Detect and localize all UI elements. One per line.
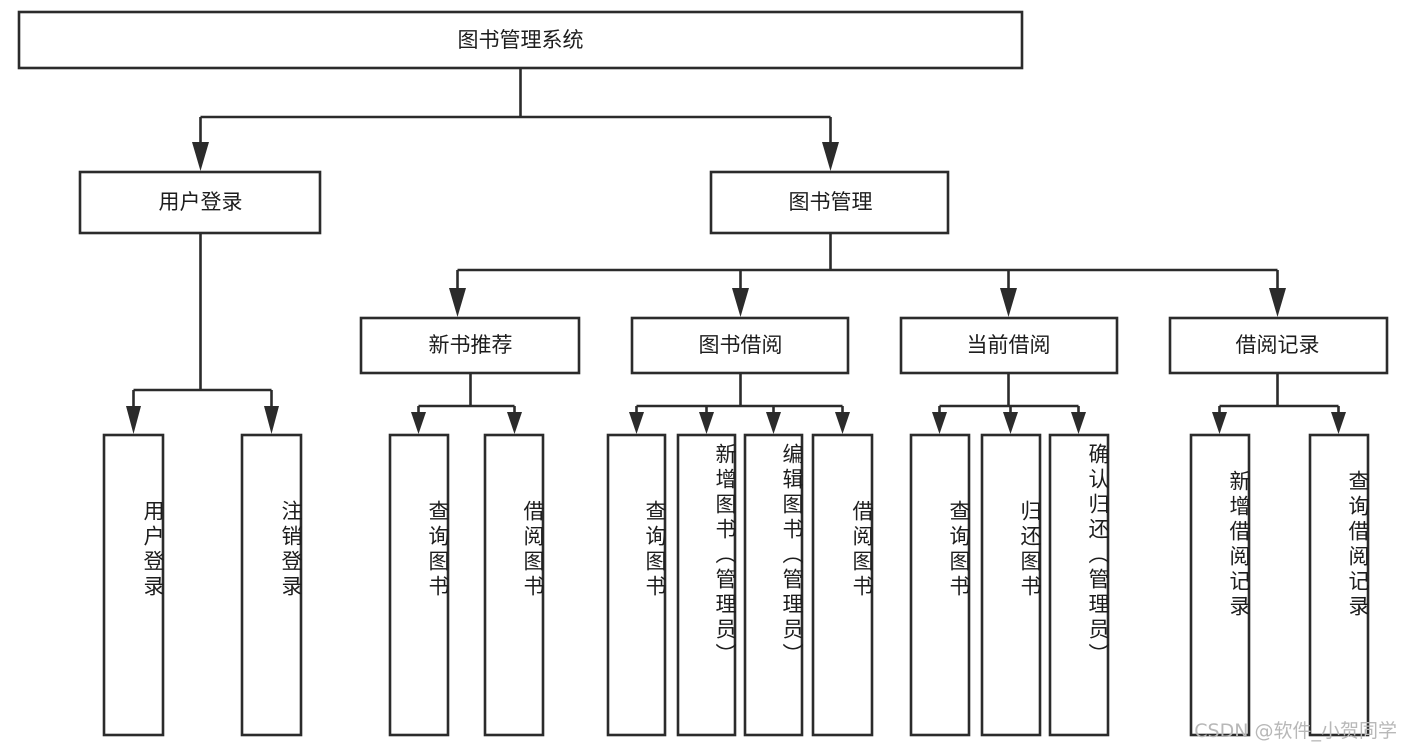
arrow-head-leaf-query-book-2 bbox=[629, 412, 644, 434]
node-borrow-record-label: 借阅记录 bbox=[1236, 333, 1320, 357]
arrow-head-leaf-borrow-book-2 bbox=[835, 412, 850, 434]
node-leaf-borrow-book-1-rect[interactable] bbox=[483, 433, 545, 737]
connector-group-user-login-children bbox=[126, 233, 279, 434]
node-leaf-user-login-rect[interactable] bbox=[102, 433, 165, 737]
node-book-manage-label: 图书管理 bbox=[789, 190, 873, 214]
node-book-manage[interactable]: 图书管理 bbox=[709, 170, 950, 235]
connector-group-book-borrow-children bbox=[629, 373, 850, 434]
arrow-head-leaf-query-book-1 bbox=[411, 412, 426, 434]
arrow-head-leaf-return-book bbox=[1003, 412, 1018, 434]
arrow-head-borrow-record bbox=[1269, 288, 1286, 317]
arrow-head-leaf-logout-login bbox=[264, 406, 279, 434]
connector-group-current-borrow-children bbox=[932, 373, 1086, 434]
node-root[interactable]: 图书管理系统 bbox=[17, 10, 1024, 70]
node-book-manage-rect[interactable] bbox=[709, 170, 950, 235]
node-root-label: 图书管理系统 bbox=[458, 28, 584, 52]
node-user-login-label: 用户登录 bbox=[159, 190, 243, 214]
csdn-watermark: CSDN @软件_小贺同学 bbox=[1194, 720, 1397, 742]
node-new-book-recommend-rect[interactable] bbox=[359, 316, 581, 375]
node-borrow-record[interactable]: 借阅记录 bbox=[1168, 316, 1389, 375]
leaf-box-group bbox=[102, 433, 1370, 737]
arrow-head-new-book-recommend bbox=[449, 288, 466, 317]
node-current-borrow-rect[interactable] bbox=[899, 316, 1119, 375]
node-leaf-borrow-book-2-rect[interactable] bbox=[811, 433, 874, 737]
arrow-head-leaf-add-borrow-record bbox=[1212, 412, 1227, 434]
node-user-login-rect[interactable] bbox=[78, 170, 322, 235]
node-leaf-add-borrow-record-rect[interactable] bbox=[1189, 433, 1251, 737]
arrow-head-current-borrow bbox=[1000, 288, 1017, 317]
connector-group-book-manage-children bbox=[449, 233, 1286, 317]
node-leaf-confirm-return-admin-rect[interactable] bbox=[1048, 433, 1110, 737]
arrow-head-leaf-query-borrow-record bbox=[1331, 412, 1346, 434]
arrow-head-book-borrow bbox=[732, 288, 749, 317]
node-book-borrow-rect[interactable] bbox=[630, 316, 850, 375]
node-current-borrow[interactable]: 当前借阅 bbox=[899, 316, 1119, 375]
node-new-book-recommend-label: 新书推荐 bbox=[429, 333, 513, 357]
node-user-login[interactable]: 用户登录 bbox=[78, 170, 322, 235]
arrow-head-leaf-edit-book-admin bbox=[766, 412, 781, 434]
arrow-head-leaf-user-login bbox=[126, 406, 141, 434]
connector-group-new-book-recommend-children bbox=[411, 373, 522, 434]
node-leaf-logout-login-rect[interactable] bbox=[240, 433, 303, 737]
node-leaf-query-book-1-rect[interactable] bbox=[388, 433, 450, 737]
node-borrow-record-rect[interactable] bbox=[1168, 316, 1389, 375]
arrow-head-book-manage bbox=[822, 142, 839, 171]
arrow-head-leaf-query-book-3 bbox=[932, 412, 947, 434]
node-book-borrow-label: 图书借阅 bbox=[699, 333, 783, 357]
node-leaf-return-book-rect[interactable] bbox=[980, 433, 1042, 737]
connector-group-root-to-level2 bbox=[192, 68, 839, 171]
node-new-book-recommend[interactable]: 新书推荐 bbox=[359, 316, 581, 375]
connector-group-borrow-record-children bbox=[1212, 373, 1346, 434]
node-leaf-add-book-admin-rect[interactable] bbox=[676, 433, 737, 737]
node-leaf-query-book-2-rect[interactable] bbox=[606, 433, 667, 737]
arrow-head-leaf-confirm-return-admin bbox=[1071, 412, 1086, 434]
node-root-rect[interactable] bbox=[17, 10, 1024, 70]
arrow-head-leaf-add-book-admin bbox=[699, 412, 714, 434]
arrow-head-user-login bbox=[192, 142, 209, 171]
node-current-borrow-label: 当前借阅 bbox=[967, 333, 1051, 357]
node-book-borrow[interactable]: 图书借阅 bbox=[630, 316, 850, 375]
node-leaf-query-borrow-record-rect[interactable] bbox=[1308, 433, 1370, 737]
node-leaf-query-book-3-rect[interactable] bbox=[909, 433, 971, 737]
arrow-head-leaf-borrow-book-1 bbox=[507, 412, 522, 434]
node-leaf-edit-book-admin-rect[interactable] bbox=[743, 433, 804, 737]
